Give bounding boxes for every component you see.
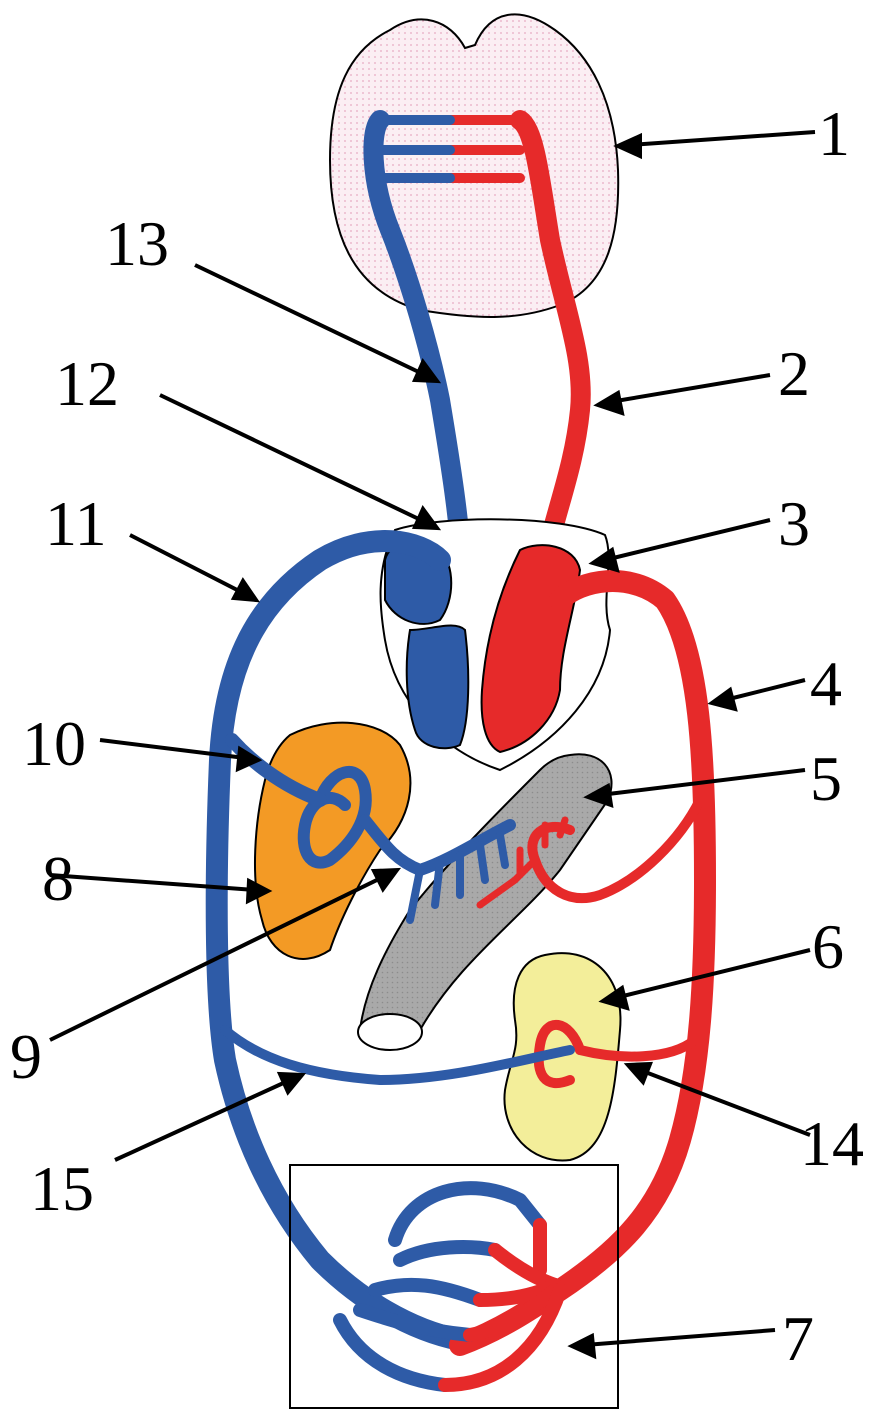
label-9: 9 (10, 1021, 42, 1092)
lower-body-capillaries (340, 1188, 560, 1385)
intestine-end (358, 1014, 422, 1050)
label-14: 14 (800, 1108, 864, 1179)
label-13: 13 (105, 208, 169, 279)
label-11: 11 (45, 488, 107, 559)
label-7: 7 (782, 1303, 814, 1374)
label-2: 2 (778, 338, 810, 409)
label-5: 5 (810, 743, 842, 814)
label-4: 4 (810, 648, 842, 719)
label-6: 6 (812, 911, 844, 982)
label-3: 3 (778, 488, 810, 559)
label-1: 1 (818, 98, 850, 169)
label-15: 15 (30, 1153, 94, 1224)
label-12: 12 (55, 348, 119, 419)
label-8: 8 (42, 843, 74, 914)
label-10: 10 (22, 708, 86, 779)
right-ventricle (407, 626, 469, 749)
